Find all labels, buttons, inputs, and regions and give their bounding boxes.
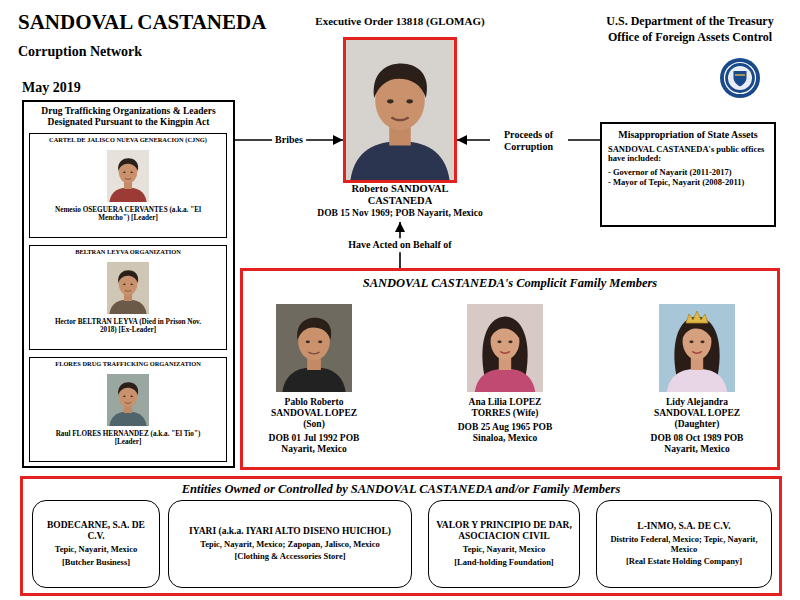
seal-inner [728,66,752,90]
entity-group-box: BODECARNE, S.A. DE C.V. Tepic, Nayarit, M… [20,476,782,596]
node-text: Tepic, Nayarit, Mexico; Zapopan, Jalisco… [174,540,406,550]
node-text: Raul FLORES HERNANDEZ (a.k.a. "El Tio") … [53,430,203,447]
node-text: Nemesio OSEGUERA CERVANTES (a.k.a. "El M… [53,206,203,223]
group-box: CARTEL DE JALISCO NUEVA GENERACION (CJNG… [22,100,235,468]
portrait-roberto [346,40,454,180]
edge-label: Bribes [272,133,306,147]
node-heading: Roberto SANDOVAL CASTANEDA [330,183,470,207]
text-group: Lidy Alejandra SANDOVAL LOPEZ (Daughter)… [638,397,756,455]
node-text: [Clothing & Accessories Store] [174,552,406,562]
portrait-figure [109,382,146,426]
seal-shield [734,71,747,87]
text-group: Ana Lilia LOPEZ TORRES (Wife) DOB 25 Aug … [446,397,564,444]
seal-ring [725,63,756,94]
node-text: [Butcher Business] [38,558,154,568]
entity-box: VALOR Y PRINCIPIO DE DAR, ASOCIACION CIV… [428,500,580,588]
node-text: [Land-holding Foundation] [434,558,574,568]
organization-box: CARTEL DE JALISCO NUEVA GENERACION (CJNG… [29,133,227,238]
node-text: DOB 01 Jul 1992 POB Nayarit, Mexico [264,433,364,455]
portrait-figure [282,318,345,392]
node-heading: FLORES DRUG TRAFFICKING ORGANIZATION [33,360,223,367]
person-photo-frame: Roberto SANDOVAL CASTANEDADOB 15 Nov 196… [343,37,457,183]
node-heading: VALOR Y PRINCIPIO DE DAR, ASOCIACION CIV… [434,520,574,542]
agency-label: Office of Foreign Assets Control [590,30,790,45]
seal-band [735,74,745,75]
text-group: Hector BELTRAN LEYVA (Died in Prison Nov… [43,318,213,335]
node-heading: Ana Lilia LOPEZ TORRES (Wife) [455,397,555,419]
node-text: - Governor of Nayarit (2011-2017) [608,168,768,178]
node-heading: Pablo Roberto SANDOVAL LOPEZ (Son) [264,397,364,430]
node-heading: BELTRAN LEYVA ORGANIZATION [33,248,223,255]
family-member: Pablo Roberto SANDOVAL LOPEZ (Son) DOB 01… [254,300,374,465]
entity-box: BODECARNE, S.A. DE C.V. Tepic, Nayarit, M… [32,500,160,588]
portrait-figure [109,270,146,314]
subtitle: Corruption Network [18,44,142,60]
node-text: Tepic, Nayarit, Mexico [38,545,154,555]
edge-label: Proceeds of Corruption [490,128,568,153]
node-heading: Entities Owned or Controlled by SANDOVAL… [29,482,773,496]
agency-label: U.S. Department of the Treasury [590,14,790,29]
portrait-figure [667,316,728,392]
text-group: Pablo Roberto SANDOVAL LOPEZ (Son) DOB 01… [255,397,373,455]
portrait-figure [475,316,536,392]
connector-group [235,140,600,268]
photo-ground [659,304,735,392]
seal-outer [720,58,760,98]
crown [686,311,708,323]
node-heading: SANDOVAL CASTANEDA's Complicit Family Me… [249,276,771,290]
family-member: Ana Lilia LOPEZ TORRES (Wife) DOB 25 Aug … [445,300,565,465]
portrait-figure [109,158,146,202]
photo-ground [276,304,352,392]
node-text: [Real Estate Holding Company] [602,557,766,567]
portrait-figure [350,64,449,180]
entity-box: IYARI (a.k.a. IYARI ALTO DISENO HUICHOL)… [168,500,412,588]
node-heading: CARTEL DE JALISCO NUEVA GENERACION (CJNG… [33,136,223,143]
organization-box: FLORES DRUG TRAFFICKING ORGANIZATION Raul… [29,357,227,462]
node-heading: BODECARNE, S.A. DE C.V. [38,520,154,542]
photo-ground [467,304,543,392]
node-text: Distrito Federal, Mexico; Tepic, Nayarit… [602,535,766,555]
edge-label: Have Acted on Behalf of [345,238,454,252]
node-heading: Drug Trafficking Organizations & Leaders… [29,106,228,128]
family-group-box: Pablo Roberto SANDOVAL LOPEZ (Son) DOB 01… [240,268,780,470]
node-text: DOB 08 Oct 1989 POB Nayarit, Mexico [647,433,747,455]
photo-ground [107,374,149,426]
node-text: Hector BELTRAN LEYVA (Died in Prison Nov… [53,318,203,335]
order-label: Executive Order 13818 (GLOMAG) [290,15,510,27]
photo-ground [107,150,149,202]
node-text: DOB 25 Aug 1965 POB Sinaloa, Mexico [455,422,555,444]
entity-box: L-INMO, S.A. DE C.V. Distrito Federal, Me… [596,500,772,588]
text-group: Raul FLORES HERNANDEZ (a.k.a. "El Tio") … [43,430,213,447]
text-group: Nemesio OSEGUERA CERVANTES (a.k.a. "El M… [43,206,213,223]
photo-ground [107,262,149,314]
portrait-lidy [659,304,735,392]
portrait-ana [467,304,543,392]
diagram-title: SANDOVAL CASTANEDA [18,10,266,35]
organization-box: BELTRAN LEYVA ORGANIZATION Hector BELTRAN… [29,245,227,350]
node-heading: Lidy Alejandra SANDOVAL LOPEZ (Daughter) [647,397,747,430]
node-heading: Misappropriation of State Assets [608,129,768,141]
node-heading: IYARI (a.k.a. IYARI ALTO DISENO HUICHOL) [174,526,406,537]
photo-ground [346,40,454,180]
family-member: Lidy Alejandra SANDOVAL LOPEZ (Daughter)… [637,300,757,465]
treasury-seal [720,58,760,98]
portrait-beltran [107,262,149,314]
text-group: Roberto SANDOVAL CASTANEDADOB 15 Nov 196… [280,183,520,219]
portrait-flores [107,374,149,426]
node-text: Tepic, Nayarit, Mexico [434,545,574,555]
portrait-mencho [107,150,149,202]
portrait-pablo [276,304,352,392]
node-text: - Mayor of Tepic, Nayarit (2008-2011) [608,178,768,188]
node-text: DOB 15 Nov 1969; POB Nayarit, Mexico [280,208,520,219]
node-text: SANDOVAL CASTANEDA's public offices have… [608,145,768,165]
date-label: May 2019 [22,80,81,96]
info-box: Misappropriation of State AssetsSANDOVAL… [600,122,776,227]
node-heading: L-INMO, S.A. DE C.V. [602,521,766,532]
